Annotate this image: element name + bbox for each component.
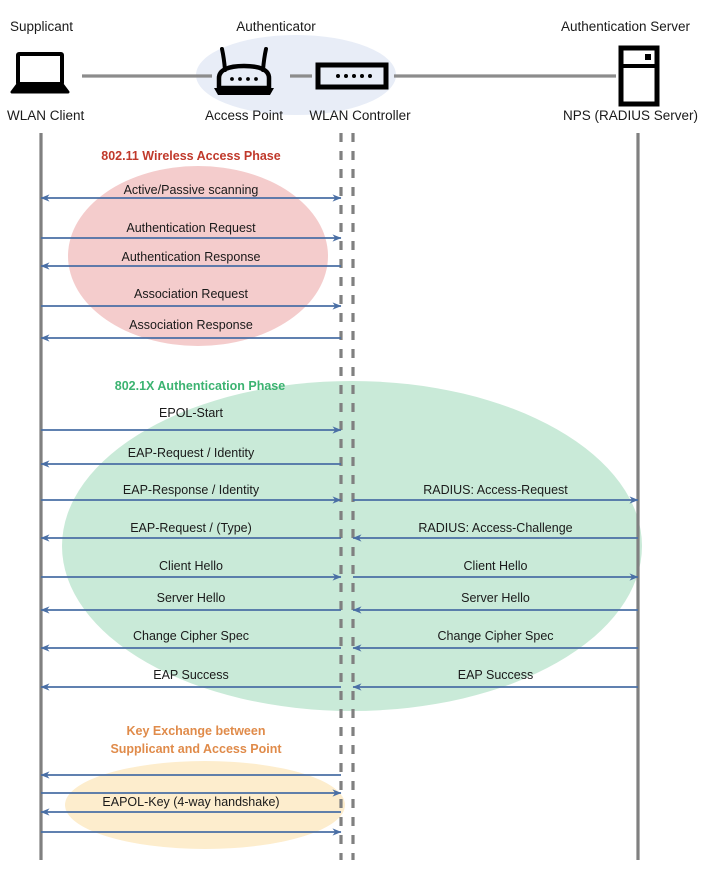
msg-client-hello-right: Client Hello <box>463 559 528 573</box>
phase-label-dot1x-auth: 802.1X Authentication Phase <box>114 379 286 393</box>
icon-server <box>618 45 660 107</box>
phase-label-key-exchange-line1: Key Exchange between <box>126 724 266 738</box>
message-arrows-left <box>40 194 342 836</box>
icon-laptop <box>10 52 70 94</box>
actor-device-access-point: Access Point <box>204 108 284 123</box>
msg-authentication-request: Authentication Request <box>126 221 256 235</box>
message-arrows-right <box>352 496 639 691</box>
msg-authentication-response: Authentication Response <box>121 250 261 264</box>
actor-device-wlan-controller: WLAN Controller <box>309 108 411 123</box>
msg-eap-response-identity: EAP-Response / Identity <box>122 483 260 497</box>
msg-association-request: Association Request <box>134 287 248 301</box>
actor-role-authentication-server: Authentication Server <box>560 19 691 34</box>
msg-radius-access-challenge: RADIUS: Access-Challenge <box>418 521 573 535</box>
msg-eap-success-left: EAP Success <box>153 668 229 682</box>
msg-change-cipher-spec-left: Change Cipher Spec <box>132 629 250 643</box>
ellipse-wireless-access <box>68 166 328 346</box>
msg-eapol-key-handshake: EAPOL-Key (4-way handshake) <box>102 795 280 809</box>
msg-association-response: Association Response <box>129 318 253 332</box>
msg-active-passive-scanning: Active/Passive scanning <box>123 183 259 197</box>
msg-epol-start: EPOL-Start <box>159 406 223 420</box>
phase-label-wireless-access: 802.11 Wireless Access Phase <box>101 149 281 163</box>
msg-server-hello-left: Server Hello <box>156 591 226 605</box>
msg-server-hello-right: Server Hello <box>461 591 530 605</box>
msg-client-hello-left: Client Hello <box>159 559 223 573</box>
msg-change-cipher-spec-right: Change Cipher Spec <box>437 629 554 643</box>
actor-role-authenticator: Authenticator <box>236 19 316 34</box>
msg-radius-access-request: RADIUS: Access-Request <box>423 483 568 497</box>
msg-eap-success-right: EAP Success <box>457 668 534 682</box>
actor-device-wlan-client: WLAN Client <box>7 108 85 123</box>
actor-device-nps-radius-server: NPS (RADIUS Server) <box>562 108 699 123</box>
icon-wlan-controller <box>315 62 389 90</box>
msg-eap-request-type: EAP-Request / (Type) <box>130 521 252 535</box>
phase-label-key-exchange-line2: Supplicant and Access Point <box>110 742 282 756</box>
msg-eap-request-identity: EAP-Request / Identity <box>127 446 255 460</box>
ellipse-key-exchange <box>65 761 345 849</box>
actor-role-supplicant: Supplicant <box>10 19 74 34</box>
icon-access-point <box>214 47 274 95</box>
